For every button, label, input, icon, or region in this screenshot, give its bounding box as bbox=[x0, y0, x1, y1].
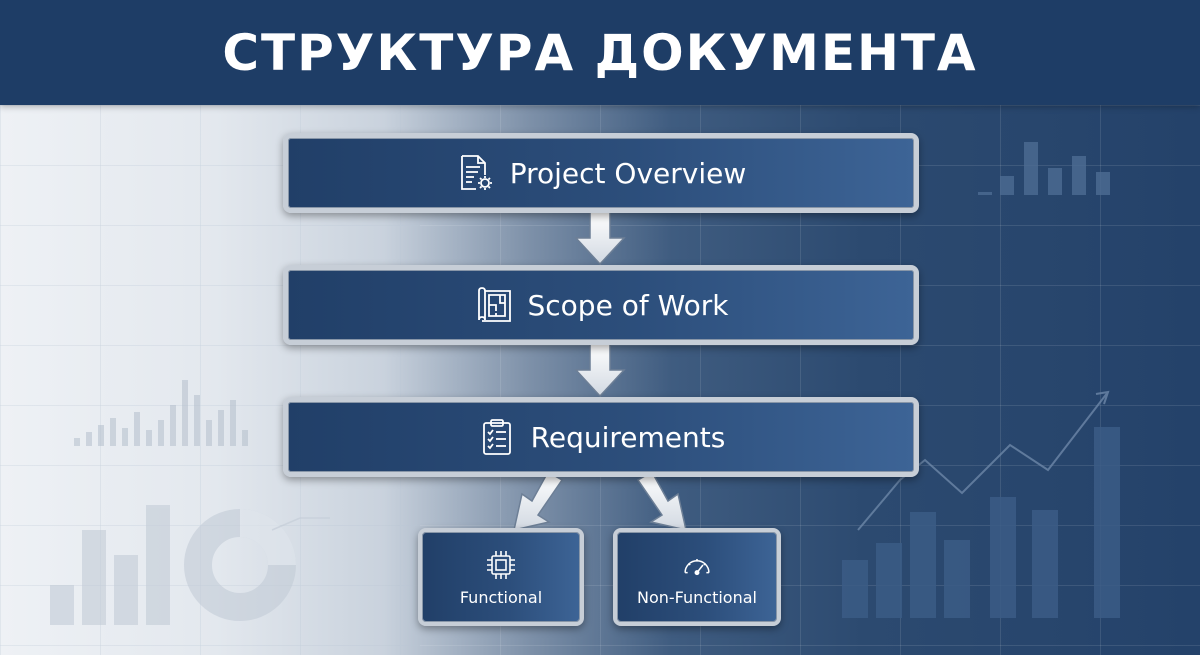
step-label: Project Overview bbox=[509, 156, 747, 190]
decor-big-bars-left bbox=[50, 505, 170, 625]
step-label: Requirements bbox=[530, 420, 726, 454]
decor-bar-chart-right bbox=[842, 427, 1120, 618]
branch-functional: Functional bbox=[418, 528, 584, 626]
page-title: СТРУКТУРА ДОКУМЕНТА bbox=[222, 23, 978, 82]
chip-icon bbox=[487, 550, 515, 579]
blueprint-icon bbox=[477, 287, 511, 322]
step-label: Scope of Work bbox=[527, 288, 729, 322]
step-scope-of-work: Scope of Work bbox=[283, 265, 919, 345]
decor-trend-line-right bbox=[857, 390, 1110, 531]
document-gear-icon bbox=[460, 155, 492, 190]
branch-label: Functional bbox=[459, 587, 543, 607]
decor-donut-chart bbox=[184, 509, 330, 621]
step-project-overview: Project Overview bbox=[283, 133, 919, 213]
header-banner: СТРУКТУРА ДОКУМЕНТА bbox=[0, 0, 1200, 105]
decor-equalizer-right bbox=[978, 142, 1110, 195]
branch-label: Non-Functional bbox=[637, 587, 757, 607]
branch-non-functional: Non-Functional bbox=[613, 528, 781, 626]
clipboard-checklist-icon bbox=[482, 419, 511, 455]
decor-small-bars-left bbox=[74, 380, 248, 446]
speedometer-icon bbox=[684, 558, 710, 575]
step-requirements: Requirements bbox=[283, 397, 919, 477]
